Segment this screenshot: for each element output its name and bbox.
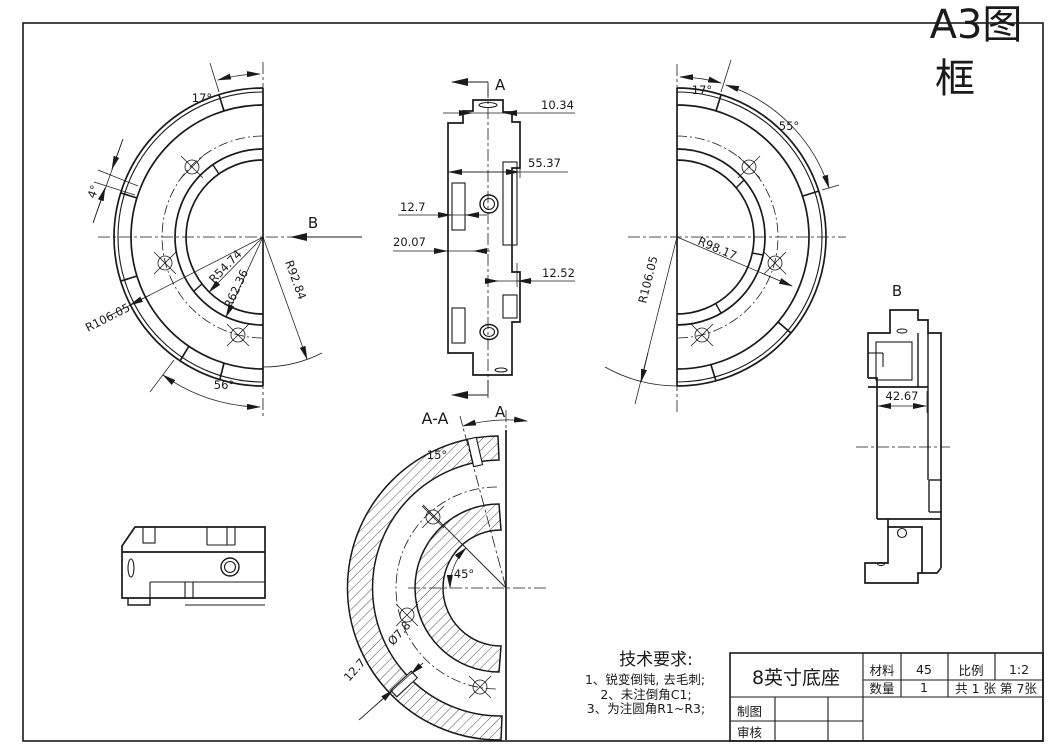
check-label: 审核	[737, 725, 763, 740]
dim-angle-15: 15°	[427, 448, 447, 462]
sheet-info: 共 1 张 第 7张	[955, 681, 1037, 696]
frame-border	[22, 22, 1044, 742]
qty-value: 1	[920, 680, 928, 695]
hole-radial-line	[422, 504, 507, 589]
dim-55-37: 55.37	[528, 156, 561, 170]
b-view	[856, 309, 950, 584]
outer-arc	[113, 87, 264, 387]
drawing-frame	[22, 22, 1044, 742]
outer-band	[346, 435, 503, 741]
part-name: 8英寸底座	[752, 667, 840, 689]
dimensions	[604, 59, 840, 405]
bottom-view	[121, 526, 266, 606]
scale-label: 比例	[958, 663, 983, 678]
dim-12-52: 12.52	[542, 266, 575, 280]
qty-label: 数量	[869, 681, 894, 696]
dim-r106-left: R106.05	[83, 300, 132, 334]
dim-angle-56: 56°	[214, 378, 234, 392]
dim-42-67: 42.67	[886, 389, 919, 403]
material-label: 材料	[869, 663, 895, 678]
dimensions	[358, 416, 528, 721]
b-view-label: B	[892, 282, 902, 300]
dim-angle-55: 55°	[779, 119, 799, 133]
dim-r98: R98.17	[696, 234, 739, 263]
title-block	[729, 652, 1044, 742]
segment-lines	[120, 94, 225, 380]
section-a-bottom: A	[495, 403, 506, 421]
tech-req-line2: 2、未注倒角C1;	[600, 687, 691, 702]
hole-markers	[153, 155, 250, 347]
right-view	[604, 59, 846, 414]
draft-label: 制图	[737, 704, 762, 719]
slots	[389, 436, 484, 698]
frame-label-line2: 框	[935, 56, 975, 102]
tech-req-line3: 3、为注圆角R1~R3;	[587, 701, 705, 716]
tech-requirements: 技术要求: 1、锐变倒钝, 去毛刺; 2、未注倒角C1; 3、为注圆角R1~R3…	[585, 650, 705, 716]
dim-12-7: 12.7	[400, 200, 426, 214]
dim-12-7-section: 12.7	[341, 656, 369, 684]
left-view	[92, 62, 362, 418]
bolt-circle-arc	[676, 135, 779, 339]
segment-lines	[710, 94, 820, 382]
dim-10-34: 10.34	[541, 98, 574, 112]
dim-angle-45: 45°	[454, 567, 474, 581]
section-cut-arrows	[451, 78, 489, 399]
dim-r106-right: R106.05	[635, 255, 660, 305]
tech-req-title: 技术要求:	[619, 650, 693, 670]
dimensions	[92, 62, 323, 410]
frame-title: A3图 框	[930, 2, 1023, 102]
material-value: 45	[916, 662, 932, 677]
dim-20-07: 20.07	[393, 235, 426, 249]
b-arrow-label: B	[308, 214, 318, 232]
front-view-labels: A A 10.34 55.37 12.7 20.07 12.52	[393, 76, 575, 421]
outline-upper	[867, 309, 942, 568]
hole-markers	[690, 155, 787, 347]
section-a-top: A	[495, 76, 506, 94]
bolt-circle-arc	[161, 135, 264, 339]
section-view	[346, 410, 548, 741]
dim-angle-17r: 17°	[692, 83, 712, 97]
frame-label-line1: A3图	[930, 2, 1023, 48]
title-block-text: 8英寸底座 材料 45 比例 1:2 数量 1 共 1 张 第 7张 制图 审核	[737, 662, 1037, 740]
dimensions	[876, 391, 928, 413]
tech-req-line1: 1、锐变倒钝, 去毛刺;	[585, 672, 705, 687]
b-view-labels: B 42.67	[886, 282, 919, 403]
bolt-circle-arc	[395, 486, 498, 690]
front-view	[393, 78, 575, 399]
dim-angle-4: 4°	[84, 183, 102, 200]
section-label: A-A	[422, 409, 449, 428]
dim-angle-17: 17°	[192, 91, 212, 105]
dim-hole-dia: Ø7.8	[385, 618, 414, 648]
outline-foot	[887, 519, 942, 574]
right-view-labels: 17° 55° R98.17 R106.05	[635, 83, 799, 305]
hole-markers	[395, 505, 492, 699]
dim-r92: R92.84	[282, 258, 309, 301]
scale-value: 1:2	[1009, 662, 1029, 677]
dimensions	[393, 110, 575, 287]
